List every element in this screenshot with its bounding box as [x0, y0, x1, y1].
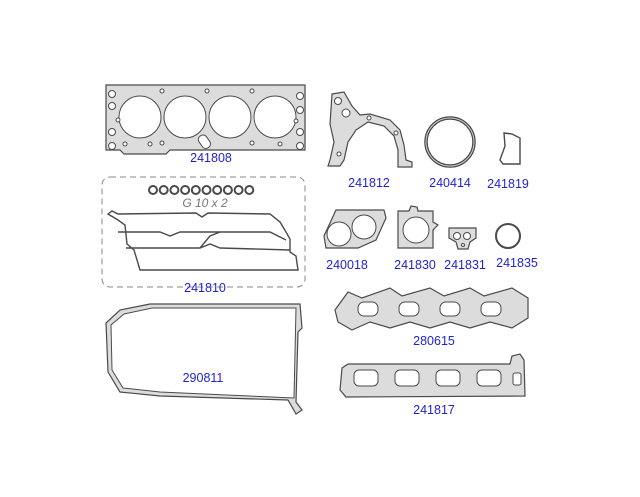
part-number-241830: 241830 — [394, 258, 436, 272]
bolt-hole — [296, 128, 304, 136]
valve-stem-seal-ring — [158, 185, 169, 195]
bolt-hole — [293, 118, 299, 124]
valve-stem-seal-ring — [169, 185, 180, 195]
bolt-hole — [159, 140, 165, 146]
valve-cover-gasket-set — [101, 176, 306, 288]
valve-stem-seal-ring — [212, 185, 223, 195]
part-number-241831: 241831 — [444, 258, 486, 272]
bolt-hole — [108, 90, 116, 98]
bolt-hole — [108, 142, 116, 150]
ring-seal-240414 — [424, 116, 476, 168]
valve-seal-note: G 10 x 2 — [182, 196, 228, 210]
exhaust-manifold-gasket-280615 — [334, 287, 529, 331]
head-gasket-241808 — [105, 84, 306, 155]
part-number-241810: 241810 — [184, 281, 226, 295]
bolt-hole — [296, 106, 304, 114]
part-number-241808: 241808 — [190, 151, 232, 165]
flange-gasket-241830 — [397, 205, 439, 249]
exhaust-port — [357, 301, 379, 317]
valve-stem-seal-ring — [180, 185, 191, 195]
intake-port — [394, 369, 420, 387]
valve-stem-seal-ring — [244, 185, 255, 195]
part-number-280615: 280615 — [413, 334, 455, 348]
part-number-290811: 290811 — [183, 371, 224, 385]
bolt-hole — [277, 141, 283, 147]
valve-stem-seal-ring — [148, 185, 158, 195]
intake-port — [435, 369, 461, 387]
small-gasket-241819 — [499, 132, 521, 165]
rear-seal-housing-gasket-241812 — [327, 91, 413, 168]
valve-stem-seal-ring — [233, 185, 244, 195]
bolt-hole — [122, 141, 128, 147]
bolt-hole — [249, 88, 255, 94]
intake-port — [353, 369, 379, 387]
throttle-gasket-240018 — [323, 209, 387, 249]
exhaust-port — [439, 301, 461, 317]
bolt-hole — [147, 141, 153, 147]
intake-manifold-gasket-241817 — [339, 353, 526, 398]
exhaust-port — [480, 301, 502, 317]
part-number-241835: 241835 — [496, 256, 538, 270]
bolt-hole — [296, 92, 304, 100]
bolt-hole — [296, 142, 304, 150]
intake-port — [476, 369, 502, 387]
small-flange-gasket-241831 — [448, 227, 477, 250]
part-number-241819: 241819 — [487, 177, 529, 191]
valve-stem-seal-ring — [201, 185, 212, 195]
bolt-hole — [159, 88, 165, 94]
bolt-hole — [108, 128, 116, 136]
part-number-240414: 240414 — [429, 176, 471, 190]
valve-stem-seal-ring — [190, 185, 201, 195]
o-ring-241835 — [495, 223, 521, 249]
part-number-241812: 241812 — [348, 176, 390, 190]
oil-pan-gasket-290811 — [105, 303, 303, 415]
part-number-241817: 241817 — [413, 403, 455, 417]
bolt-hole — [249, 140, 255, 146]
part-number-240018: 240018 — [326, 258, 368, 272]
exhaust-port — [398, 301, 420, 317]
bolt-hole — [204, 88, 210, 94]
valve-stem-seal-ring — [222, 185, 233, 195]
bolt-hole — [108, 102, 116, 110]
bolt-hole — [115, 117, 121, 123]
